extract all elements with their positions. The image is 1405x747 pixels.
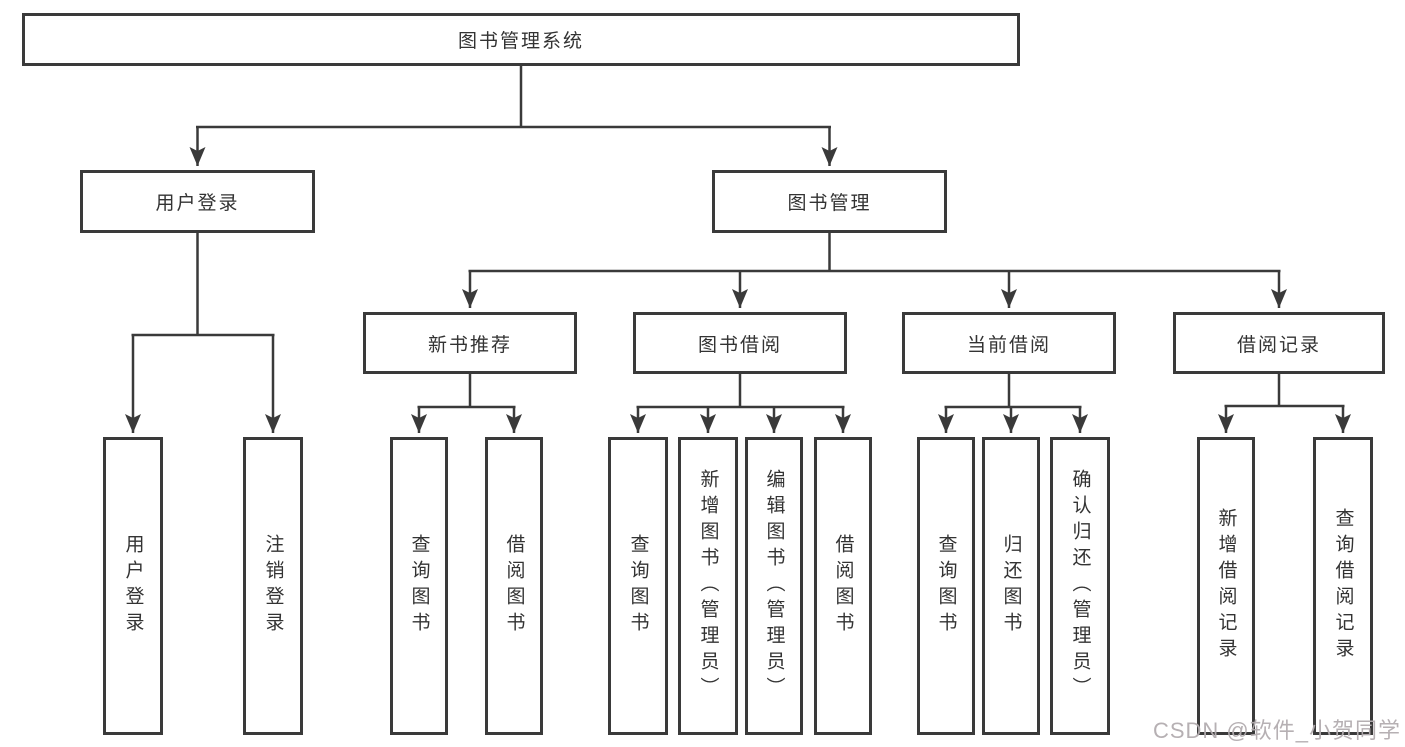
leaf-borrow-query-book: 查询图书: [608, 437, 668, 735]
leaf-recommend-query-book: 查询图书: [390, 437, 448, 735]
leaf-recommend-borrow-book: 借阅图书: [485, 437, 543, 735]
leaf-add-book-admin: 新增图书（管理员）: [678, 437, 738, 735]
leaf-add-borrow-record: 新增借阅记录: [1197, 437, 1255, 735]
node-new-book-recommend: 新书推荐: [363, 312, 577, 374]
node-book-management: 图书管理: [712, 170, 947, 233]
leaf-current-query-book: 查询图书: [917, 437, 975, 735]
node-book-borrow: 图书借阅: [633, 312, 847, 374]
leaf-logout: 注销登录: [243, 437, 303, 735]
leaf-return-book: 归还图书: [982, 437, 1040, 735]
node-user-login: 用户登录: [80, 170, 315, 233]
leaf-query-borrow-record: 查询借阅记录: [1313, 437, 1373, 735]
leaf-user-login: 用户登录: [103, 437, 163, 735]
node-root: 图书管理系统: [22, 13, 1020, 66]
leaf-confirm-return-admin: 确认归还（管理员）: [1050, 437, 1110, 735]
leaf-borrow-book: 借阅图书: [814, 437, 872, 735]
leaf-edit-book-admin: 编辑图书（管理员）: [745, 437, 803, 735]
node-current-borrow: 当前借阅: [902, 312, 1116, 374]
node-borrow-records: 借阅记录: [1173, 312, 1385, 374]
csdn-watermark: CSDN @软件_小贺同学: [1152, 718, 1401, 743]
